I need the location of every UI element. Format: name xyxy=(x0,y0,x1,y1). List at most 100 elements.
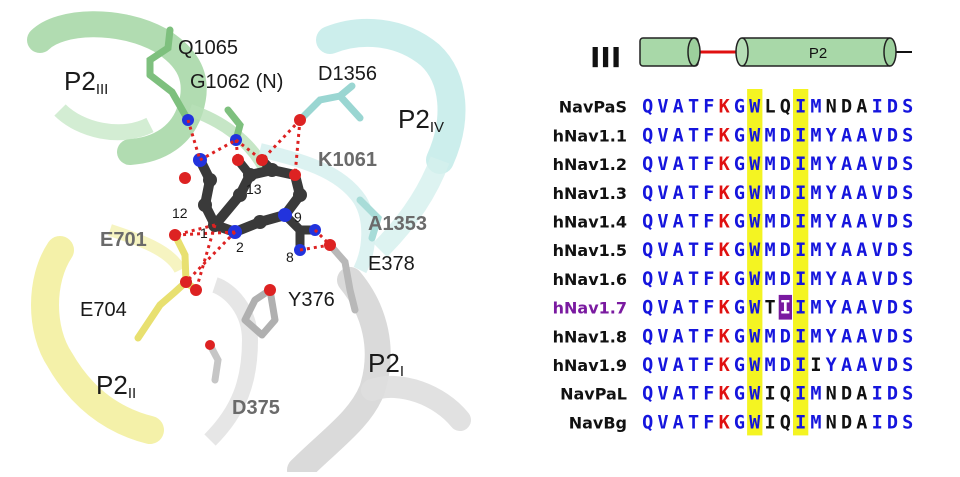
residue: T xyxy=(688,384,699,405)
residue: S xyxy=(902,384,913,405)
residue: I xyxy=(795,240,806,261)
residue: A xyxy=(673,240,684,261)
residue: A xyxy=(856,412,867,433)
residue: A xyxy=(856,384,867,405)
residue: I xyxy=(795,269,806,290)
residue: M xyxy=(764,211,775,232)
domain-label: III xyxy=(590,41,621,74)
residue: S xyxy=(902,412,913,433)
residue: Q xyxy=(642,355,653,376)
residue: D xyxy=(887,412,898,433)
residue: K xyxy=(719,269,731,290)
residue: T xyxy=(688,412,699,433)
residue: D xyxy=(887,154,898,175)
residue: T xyxy=(688,326,699,347)
residue: T xyxy=(688,240,699,261)
residue: F xyxy=(703,412,714,433)
helix-label-p2-i: P2I xyxy=(368,348,404,380)
residue: K xyxy=(719,97,731,118)
residue: N xyxy=(826,412,837,433)
residue: M xyxy=(764,154,775,175)
residue: A xyxy=(673,355,684,376)
residue: A xyxy=(856,97,867,118)
residue: W xyxy=(749,412,761,433)
residue: T xyxy=(688,269,699,290)
residue: T xyxy=(688,183,699,204)
residue: F xyxy=(703,183,714,204)
residue: A xyxy=(841,355,852,376)
residue: Q xyxy=(780,97,791,118)
residue: M xyxy=(764,326,775,347)
residue: V xyxy=(657,211,668,232)
residue: S xyxy=(902,125,913,146)
residue: G xyxy=(734,183,745,204)
residue: V xyxy=(657,326,668,347)
residue: A xyxy=(673,269,684,290)
residue: M xyxy=(810,384,821,405)
helix-cartoon-label: P2 xyxy=(809,45,827,62)
residue: A xyxy=(841,326,852,347)
residue: I xyxy=(764,384,775,405)
residue: D xyxy=(841,412,852,433)
residue: M xyxy=(764,269,775,290)
residue: D xyxy=(780,211,791,232)
residue: Y xyxy=(826,240,838,261)
atom-number: 9 xyxy=(294,209,302,225)
residue: Q xyxy=(642,125,653,146)
residue: M xyxy=(810,298,821,319)
sequence-name: hNav1.4 xyxy=(553,212,627,231)
atom-number: 8 xyxy=(286,249,294,265)
residue: W xyxy=(749,355,761,376)
residue: Y xyxy=(826,211,838,232)
residue: A xyxy=(856,298,867,319)
residue: Q xyxy=(642,211,653,232)
sequence-name: hNav1.5 xyxy=(553,241,627,260)
label-e701: E701 xyxy=(100,229,147,251)
residue: G xyxy=(734,125,745,146)
residue: F xyxy=(703,240,714,261)
residue: D xyxy=(780,154,791,175)
residue: M xyxy=(810,125,821,146)
residue: A xyxy=(673,97,684,118)
residue: K xyxy=(719,125,731,146)
label-a1353: A1353 xyxy=(368,213,427,235)
residue: M xyxy=(764,125,775,146)
ligand xyxy=(169,114,336,350)
residue: T xyxy=(764,298,775,319)
label-e704: E704 xyxy=(80,299,127,321)
residue: D xyxy=(887,355,898,376)
residue: I xyxy=(795,125,806,146)
residue: W xyxy=(749,125,761,146)
residue: K xyxy=(719,412,731,433)
residue: Q xyxy=(642,97,653,118)
residue: S xyxy=(902,326,913,347)
residue: A xyxy=(856,269,867,290)
residue: G xyxy=(734,412,745,433)
sequence-name: hNav1.7 xyxy=(553,299,627,318)
residue: K xyxy=(719,384,731,405)
residue: S xyxy=(902,269,913,290)
label-d1356: D1356 xyxy=(318,63,377,85)
hydrogen-bonds xyxy=(174,118,332,291)
residue: K xyxy=(719,211,731,232)
residue: A xyxy=(673,326,684,347)
residue: D xyxy=(780,125,791,146)
residue: Q xyxy=(780,412,791,433)
residue: D xyxy=(780,269,791,290)
residue: I xyxy=(780,298,791,319)
residue: M xyxy=(764,183,775,204)
residue: W xyxy=(749,298,761,319)
residue: M xyxy=(810,154,821,175)
domain-i-ribbon xyxy=(204,241,471,477)
residue: V xyxy=(872,154,883,175)
residue: K xyxy=(719,183,731,204)
residue: I xyxy=(795,326,806,347)
residue: A xyxy=(856,183,867,204)
residue: M xyxy=(810,412,821,433)
residue: W xyxy=(749,240,761,261)
